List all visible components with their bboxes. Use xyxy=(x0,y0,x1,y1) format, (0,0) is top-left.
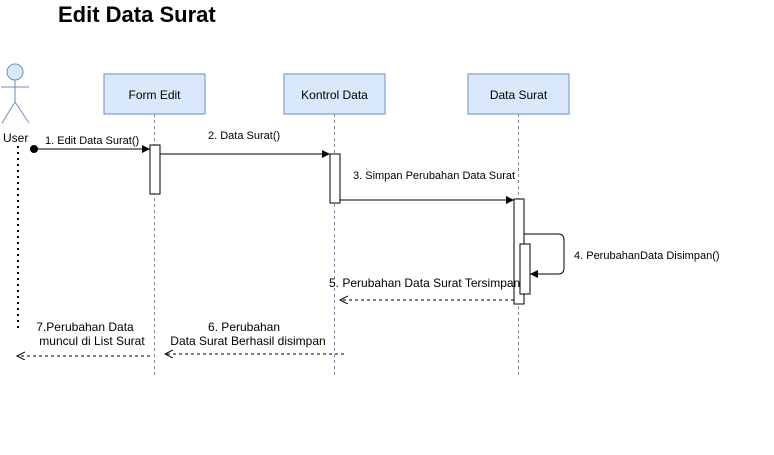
message-label: 2. Data Surat() xyxy=(208,130,280,142)
self-message-arrow xyxy=(524,233,565,278)
message-3: 3. Simpan Perubahan Data Surat xyxy=(340,170,515,204)
participant-label: Kontrol Data xyxy=(301,88,368,102)
participant-box xyxy=(103,73,206,115)
message-label: 3. Simpan Perubahan Data Surat xyxy=(353,170,515,182)
message-1: 1. Edit Data Surat() xyxy=(30,135,150,153)
message-label-line2: muncul di List Surat xyxy=(39,334,145,348)
message-label-line2: Data Surat Berhasil disimpan xyxy=(170,334,325,348)
message-7: 7.Perubahan Data muncul di List Surat xyxy=(17,320,150,356)
participant-label: Form Edit xyxy=(128,88,181,102)
message-5: 5. Perubahan Data Surat Tersimpan xyxy=(329,276,520,300)
message-6: 6. Perubahan Data Surat Berhasil disimpa… xyxy=(165,320,344,354)
message-label: 4. PerubahanData Disimpan() xyxy=(574,250,720,262)
user-actor: User xyxy=(1,63,30,330)
participant-kontrol-data: Kontrol Data xyxy=(283,73,386,375)
message-2: 2. Data Surat() xyxy=(160,130,330,158)
activation-bar xyxy=(329,153,341,204)
participant-data-surat: Data Surat xyxy=(467,73,570,375)
activation-bar xyxy=(149,144,161,195)
message-label: 1. Edit Data Surat() xyxy=(45,135,139,147)
participant-form-edit: Form Edit xyxy=(103,73,206,375)
diagram-title: Edit Data Surat xyxy=(58,2,216,27)
participant-label: Data Surat xyxy=(490,88,548,102)
stick-figure-icon xyxy=(1,63,30,124)
nested-activation-bar xyxy=(519,243,531,295)
message-4: 4. PerubahanData Disimpan() xyxy=(524,233,720,278)
message-label-line1: 6. Perubahan xyxy=(208,320,280,334)
message-label-line1: 7.Perubahan Data xyxy=(36,320,134,334)
message-label: 5. Perubahan Data Surat Tersimpan xyxy=(329,276,520,290)
participant-box xyxy=(283,73,386,115)
user-label: User xyxy=(3,131,28,145)
